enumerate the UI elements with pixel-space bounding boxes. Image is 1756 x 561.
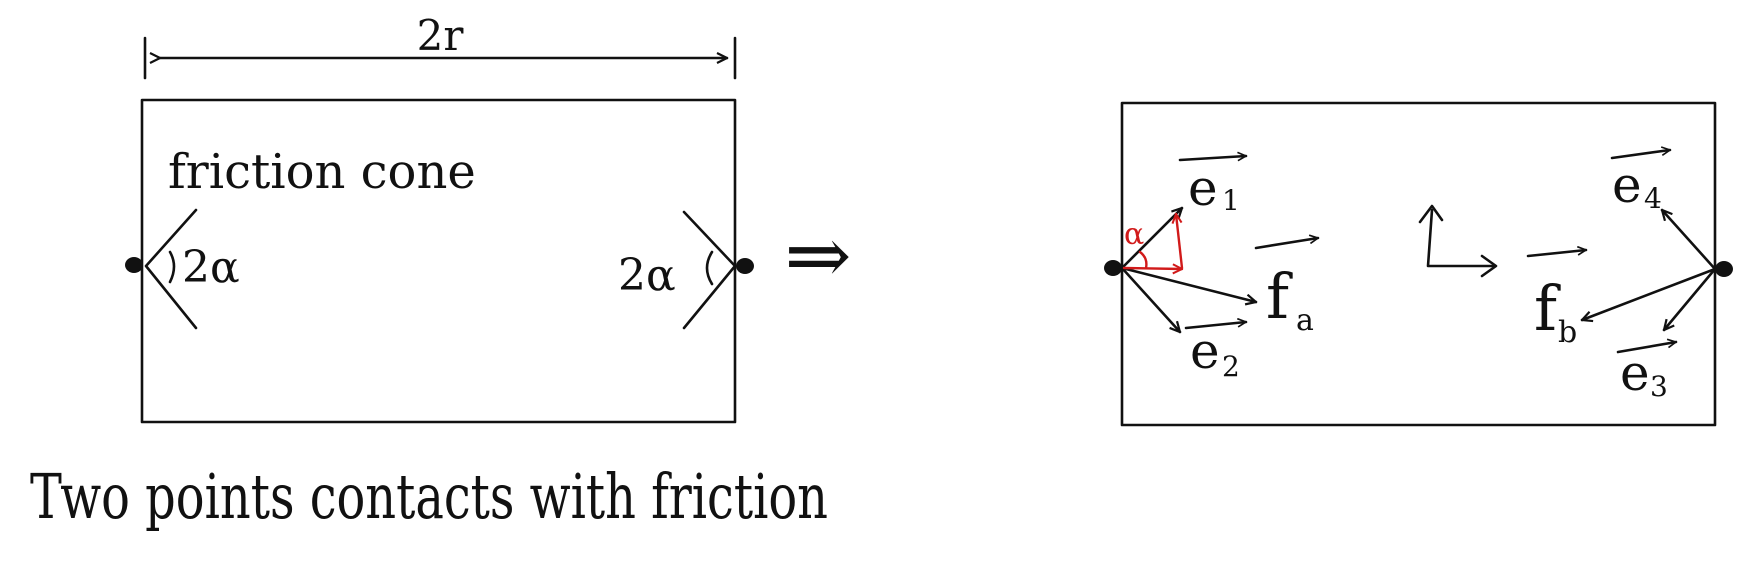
left-panel: 2r friction cone 2α 2α	[125, 11, 754, 424]
vector-e2-subscript: 2	[1222, 350, 1240, 383]
axis-y-arrowhead	[1418, 204, 1444, 224]
vector-fa-letter: f	[1266, 260, 1293, 333]
right-panel: α e 1 e 2 f a e 4	[1104, 101, 1733, 427]
vector-fb-subscript: b	[1558, 315, 1577, 350]
angle-arc-right	[705, 250, 714, 286]
vector-e4-subscript: 4	[1644, 182, 1662, 215]
caption: Two points contacts with friction	[30, 460, 828, 533]
alpha-angle-arc	[1138, 250, 1148, 270]
vector-e2-letter: e	[1190, 322, 1220, 380]
axis-x-arrowhead	[1480, 254, 1498, 278]
vector-e3-letter: e	[1620, 344, 1650, 402]
right-box	[1120, 101, 1717, 427]
vector-e1-overarrow	[1178, 156, 1248, 160]
left-box	[140, 98, 737, 424]
contact-point-left	[125, 257, 143, 273]
vector-e3-subscript: 3	[1650, 370, 1668, 403]
vector-e2-overarrow	[1184, 322, 1246, 330]
vector-e1-letter: e	[1188, 159, 1218, 217]
vector-e1-subscript: 1	[1222, 184, 1240, 217]
vector-e3-overarrow	[1616, 342, 1676, 354]
implies-symbol: ⇒	[784, 209, 851, 302]
vector-e3-arrow	[1664, 267, 1717, 330]
vector-fb-arrow	[1582, 267, 1717, 320]
contact-point-right	[736, 258, 754, 274]
vector-fa-arrow	[1120, 266, 1256, 302]
vector-fa-overarrow	[1254, 238, 1318, 250]
vector-e2-arrow	[1120, 266, 1180, 332]
vector-fb-letter: f	[1534, 272, 1561, 345]
coordinate-axes	[1426, 208, 1496, 268]
friction-cone-left	[144, 208, 198, 330]
vector-e3-label: e 3	[1616, 342, 1676, 403]
vector-e4-overarrow	[1610, 150, 1670, 160]
angle-label-right: 2α	[618, 250, 676, 301]
vector-e1-label: e 1	[1178, 156, 1248, 217]
vector-e4-arrow	[1662, 210, 1717, 271]
contact-point-b	[1715, 261, 1733, 277]
width-label: 2r	[417, 11, 465, 60]
vector-e4-label: e 4	[1610, 150, 1670, 215]
alpha-label: α	[1124, 217, 1144, 252]
vector-e4-letter: e	[1612, 156, 1642, 214]
friction-cone-label: friction cone	[168, 144, 476, 200]
vector-fb-overarrow	[1526, 250, 1586, 258]
vector-fa-subscript: a	[1296, 303, 1314, 338]
angle-label-left: 2α	[182, 242, 240, 293]
friction-cone-right	[682, 210, 737, 330]
vector-fb-label: f b	[1526, 250, 1586, 350]
vector-e2-label: e 2	[1184, 322, 1246, 383]
tangential-component-arrow	[1176, 214, 1184, 270]
angle-arc-left	[168, 250, 176, 284]
normal-component-arrow	[1122, 268, 1184, 269]
contact-point-a	[1104, 260, 1122, 276]
vector-fa-label: f a	[1254, 238, 1318, 338]
